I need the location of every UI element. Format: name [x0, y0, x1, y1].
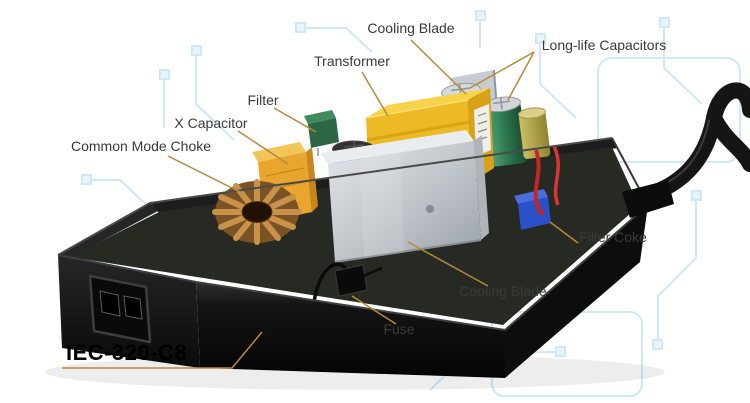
label-fuse: Fuse: [383, 321, 415, 337]
filter-coke-component: [514, 189, 551, 230]
leader-x-capacitor: [237, 130, 289, 165]
label-filter-coke: Filter Coke: [579, 229, 647, 245]
leader-long-life-capacitors-1: [469, 51, 535, 89]
front-heatsink: [320, 130, 489, 263]
leader-filter: [273, 107, 317, 133]
label-x-capacitor: X Capacitor: [174, 115, 248, 131]
leader-cooling-blade-bottom: [407, 241, 489, 287]
label-common-mode-choke: Common Mode Choke: [70, 138, 212, 154]
fuse-component: [312, 262, 383, 303]
label-long-life-capacitors: Long-life Capacitors: [541, 37, 667, 53]
iec-inlet: [88, 274, 152, 344]
leader-cooling-blade-top: [410, 39, 467, 95]
label-cooling-blade-top: Cooling Blade: [367, 20, 455, 36]
leader-common-mode-choke: [167, 155, 241, 193]
label-cooling-blade-bottom: Cooling Blade: [459, 283, 547, 299]
leader-long-life-capacitors-2: [507, 51, 535, 101]
filter-component: [304, 110, 339, 156]
leader-fuse: [351, 295, 397, 325]
leader-transformer: [361, 71, 389, 117]
label-filter: Filter: [247, 92, 279, 108]
common-mode-choke-component: [212, 179, 302, 245]
leader-lines: [62, 39, 579, 369]
heatsink-hole: [426, 205, 434, 213]
leader-iec-320-c8: [62, 331, 263, 369]
power-cable: [622, 82, 750, 218]
inlet-hole-right: [123, 295, 143, 320]
leader-filter-coke: [549, 221, 579, 244]
red-wires: [533, 145, 560, 217]
label-transformer: Transformer: [314, 53, 390, 69]
inlet-hole-left: [99, 290, 121, 317]
label-connector-model: IEC-320-C8: [66, 340, 188, 365]
